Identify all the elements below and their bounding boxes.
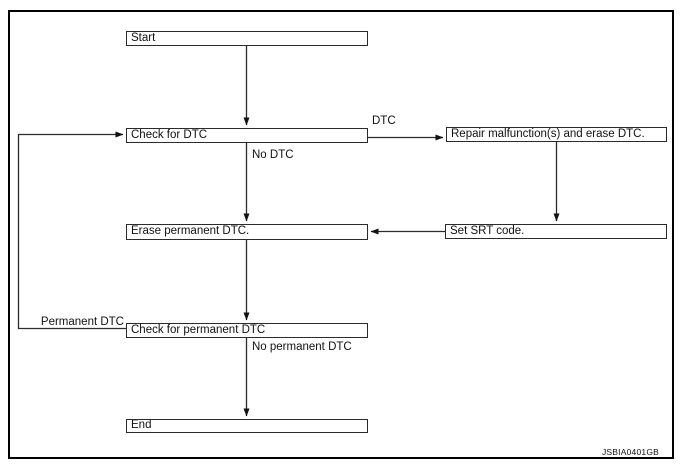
node-erase-permanent-dtc: Erase permanent DTC. bbox=[126, 224, 368, 240]
node-repair-malfunction: Repair malfunction(s) and erase DTC. bbox=[446, 127, 667, 142]
node-end: End bbox=[126, 419, 368, 433]
edge-check-permanent-loop-to-check-dtc bbox=[17, 131, 126, 330]
edge-label-permanent-dtc: Permanent DTC bbox=[40, 316, 124, 328]
node-start-label: Start bbox=[131, 31, 156, 44]
node-check-dtc-label: Check for DTC bbox=[131, 128, 208, 141]
node-repair-malfunction-label: Repair malfunction(s) and erase DTC. bbox=[451, 127, 645, 140]
node-check-permanent-dtc-label: Check for permanent DTC bbox=[131, 323, 266, 336]
figure-code-watermark: JSBIA0401GB bbox=[601, 447, 659, 457]
node-start: Start bbox=[126, 31, 368, 46]
node-check-permanent-dtc: Check for permanent DTC bbox=[126, 323, 368, 338]
edge-label-no-permanent-dtc: No permanent DTC bbox=[252, 341, 352, 353]
node-erase-permanent-dtc-label: Erase permanent DTC. bbox=[131, 225, 250, 238]
edge-label-no-dtc: No DTC bbox=[252, 149, 294, 161]
node-check-dtc: Check for DTC bbox=[126, 128, 368, 143]
node-set-srt-code: Set SRT code. bbox=[445, 224, 667, 239]
node-end-label: End bbox=[131, 419, 152, 432]
node-set-srt-code-label: Set SRT code. bbox=[450, 224, 525, 237]
edge-label-dtc: DTC bbox=[372, 115, 396, 127]
